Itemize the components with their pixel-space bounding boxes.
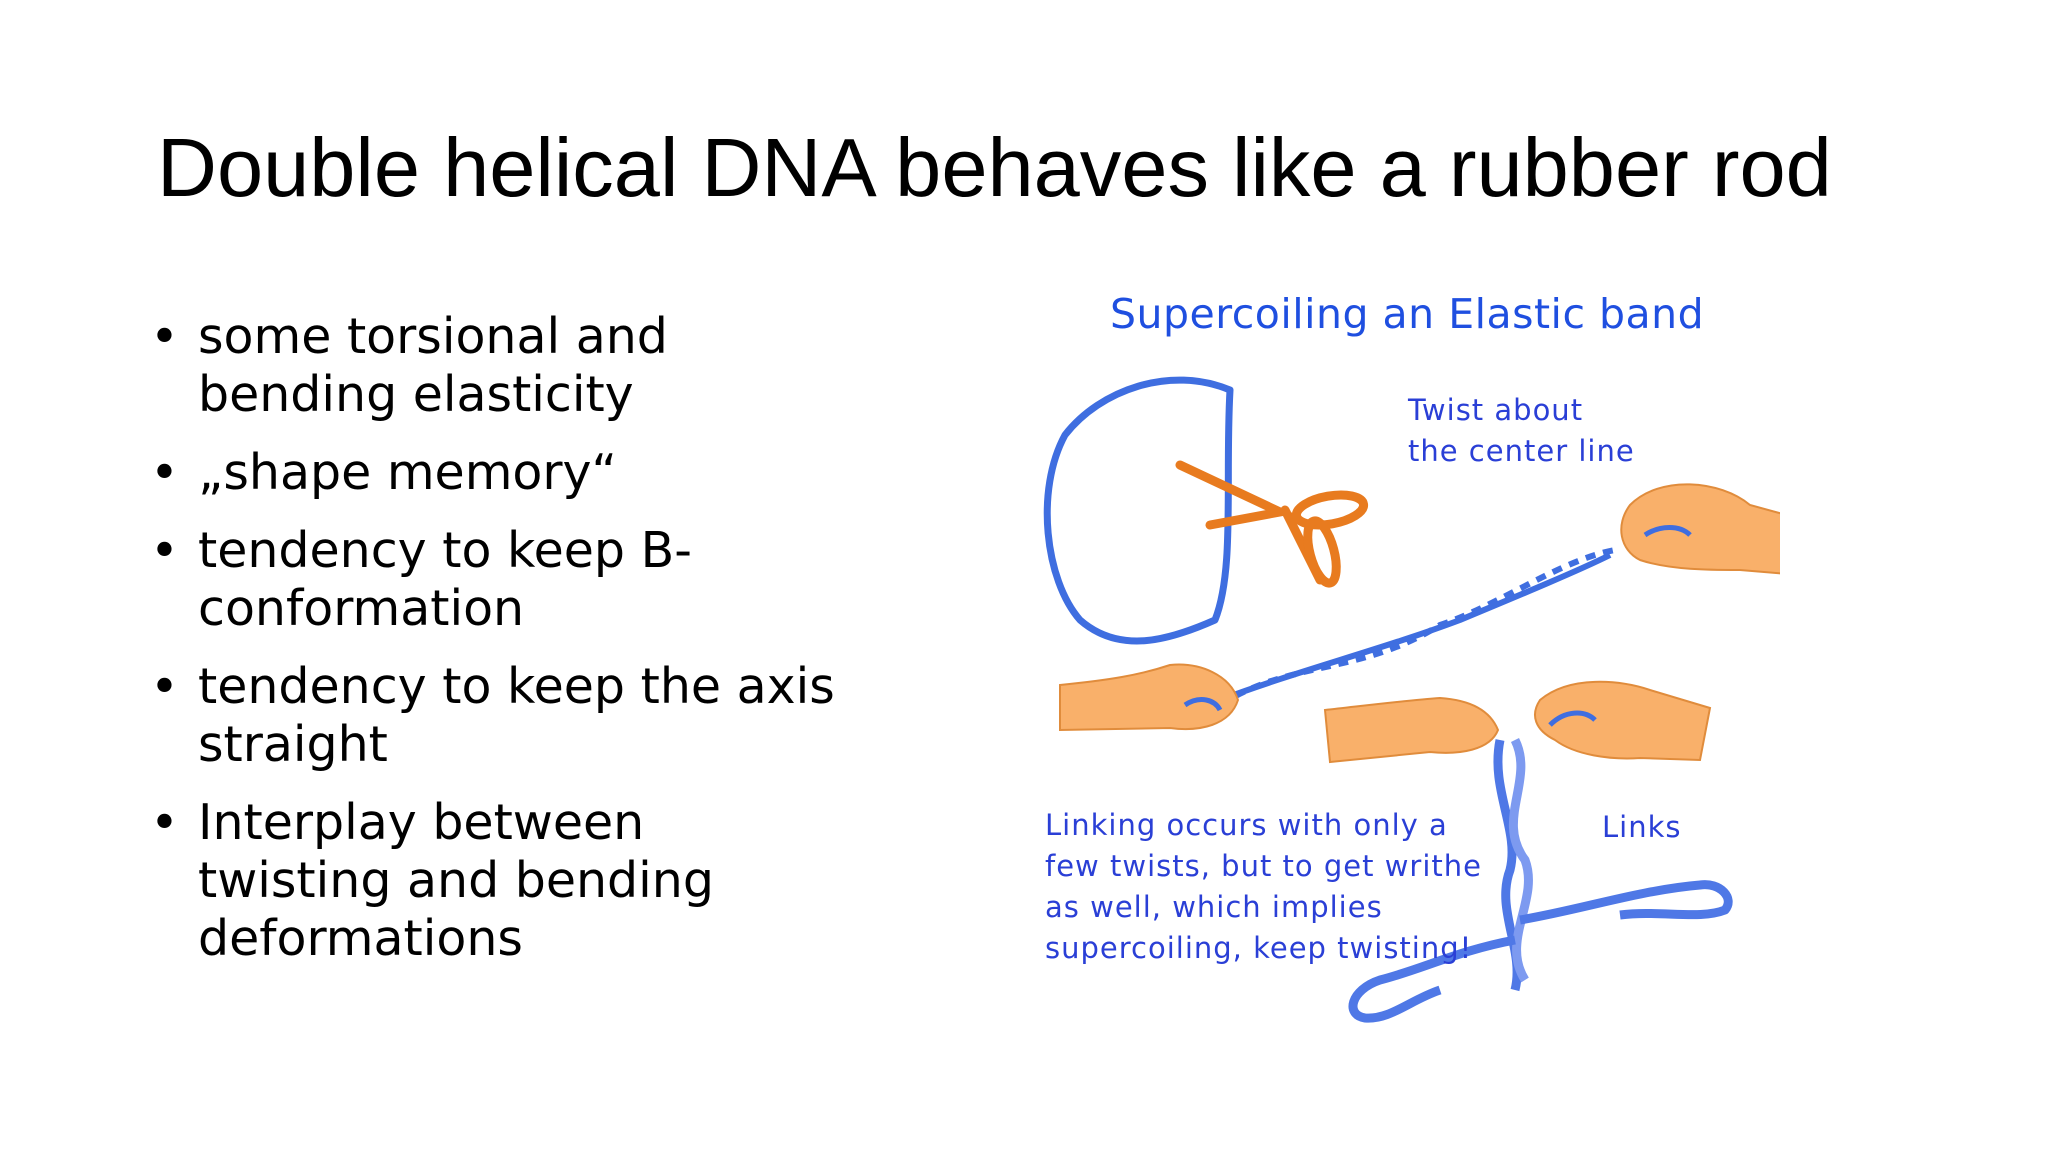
hand-lower-right-icon	[1534, 680, 1712, 762]
bullet-line: straight	[198, 716, 388, 773]
bullet-line: „shape memory“	[198, 444, 617, 501]
slide-title: Double helical DNA behaves like a rubber…	[157, 121, 1832, 214]
supercoiling-illustration	[1043, 376, 1780, 1023]
bullet-line: some torsional and	[198, 308, 668, 365]
bullet-line: twisting and bending	[198, 852, 714, 909]
bullet-line: bending elasticity	[198, 366, 634, 423]
bullet-dot: •	[150, 308, 179, 365]
bullet-line: tendency to keep the axis	[198, 658, 835, 715]
bullet-item: • tendency to keep B- conformation	[150, 522, 870, 638]
bullet-item: • some torsional and bending elasticity	[150, 308, 870, 424]
elastic-band-loop	[1043, 376, 1234, 645]
bullet-list: • some torsional and bending elasticity …	[150, 308, 870, 988]
linking-line: as well, which implies	[1045, 890, 1383, 924]
bullet-line: conformation	[198, 580, 525, 637]
twist-label-line: Twist about	[1408, 393, 1584, 427]
supercoiling-figure: Supercoiling an Elastic band Twist about…	[1020, 270, 1780, 1030]
bullet-line: deformations	[198, 910, 523, 967]
bullet-dot: •	[150, 794, 179, 851]
hand-top-right-icon	[1620, 483, 1780, 575]
twist-label-line: the center line	[1408, 434, 1635, 468]
links-label: Links	[1602, 810, 1682, 844]
bullet-dot: •	[150, 522, 179, 579]
scissors-icon	[1175, 460, 1369, 588]
hand-middle-left-icon	[1059, 663, 1240, 732]
linking-explanation: Linking occurs with only a few twists, b…	[1045, 805, 1482, 969]
figure-title: Supercoiling an Elastic band	[1110, 290, 1705, 338]
bullet-item: • tendency to keep the axis straight	[150, 658, 870, 774]
supercoiled-band	[1348, 737, 1733, 1023]
twist-label: Twist about the center line	[1408, 390, 1635, 472]
bullet-dot: •	[150, 444, 179, 501]
linking-line: Linking occurs with only a	[1045, 808, 1448, 842]
twisted-band	[1218, 547, 1616, 708]
bullet-item: • Interplay between twisting and bending…	[150, 794, 870, 968]
bullet-item: • „shape memory“	[150, 444, 870, 502]
bullet-line: tendency to keep B-	[198, 522, 692, 579]
linking-line: few twists, but to get writhe	[1045, 849, 1482, 883]
hand-lower-left-icon	[1323, 696, 1500, 764]
bullet-dot: •	[150, 658, 179, 715]
bullet-line: Interplay between	[198, 794, 645, 851]
linking-line: supercoiling, keep twisting!	[1045, 931, 1473, 965]
